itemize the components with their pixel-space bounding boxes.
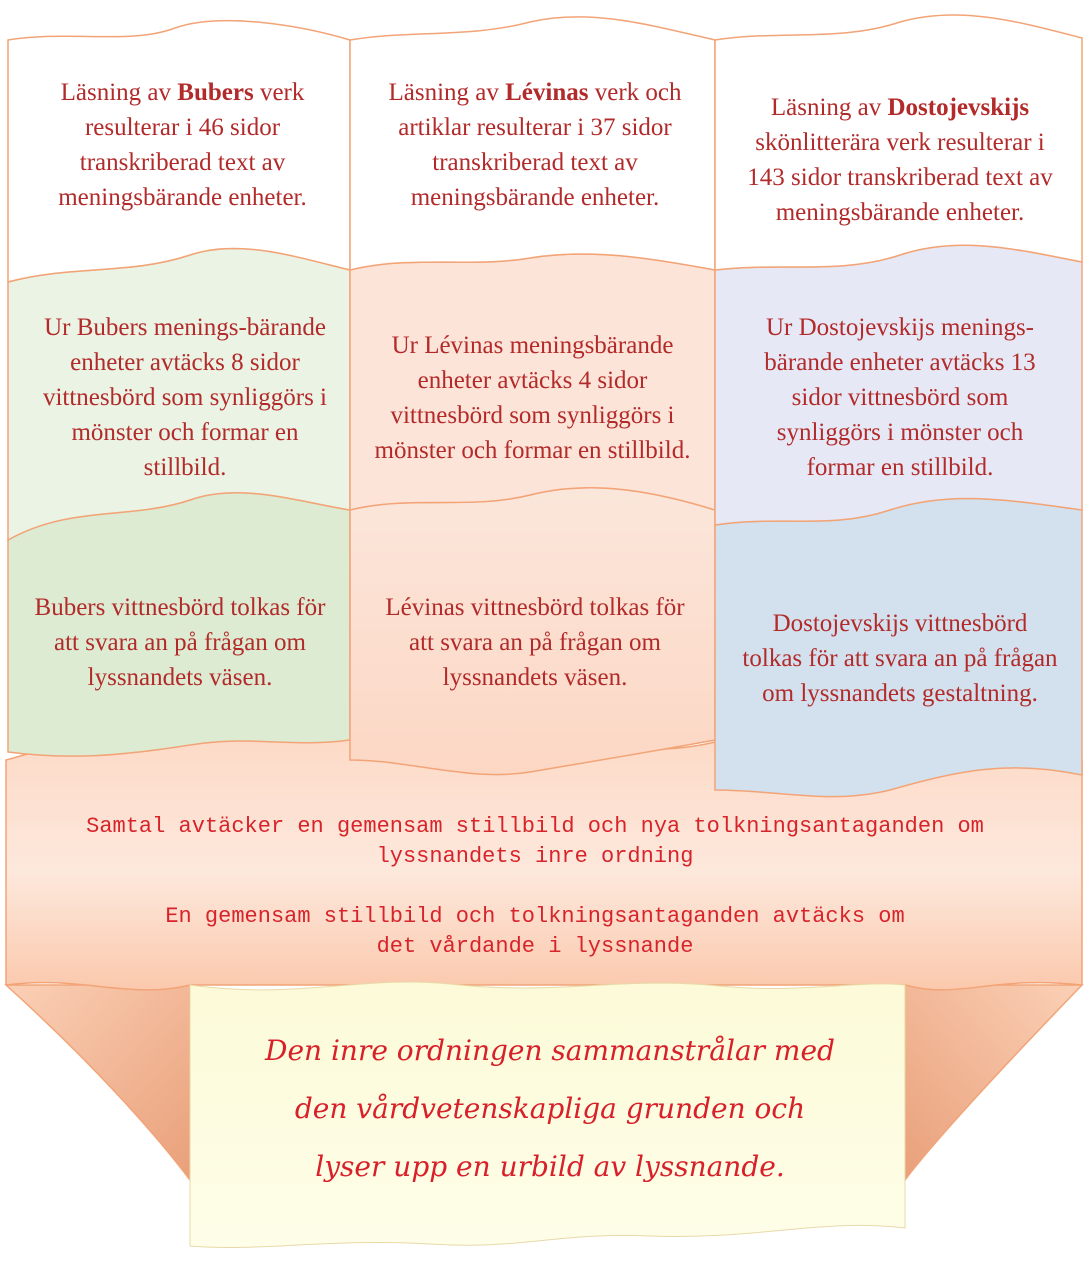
buber-witness-text: Ur Bubers menings-bärande enheter avtäck…: [42, 314, 328, 481]
conclusion-text: Den inre ordningen sammanstrålar med den…: [265, 1034, 835, 1183]
conclusion-scroll: [189, 981, 906, 1249]
buber-reading-text: Läsning av Bubers verk resulterar i 46 s…: [58, 79, 307, 211]
dostojevskij-name: Dostojevskijs: [887, 93, 1030, 121]
synthesis-text-1: Samtal avtäcker en gemensam stillbild oc…: [86, 814, 984, 869]
levinas-interpretation-text: Lévinas vittnesbörd tolkas för att svara…: [385, 594, 685, 691]
left-fold: [4, 984, 191, 1183]
buber-interpretation-text: Bubers vittnesbörd tolkas för att svara …: [34, 594, 326, 691]
levinas-witness-text: Ur Lévinas meningsbärande enheter avtäck…: [374, 331, 691, 464]
levinas-name: Lévinas: [505, 79, 589, 106]
column-levinas: [349, 16, 716, 776]
dostojevskij-reading-text: Läsning av Dostojevskijs skönlitterära v…: [747, 93, 1053, 226]
column-buber: [7, 19, 351, 757]
buber-name: Bubers: [177, 79, 254, 106]
column-dostojevskij: [714, 14, 1083, 798]
dostojevskij-witness-text: Ur Dostojevskijs menings-bärande enheter…: [764, 314, 1036, 481]
dostojevskij-interpretation-text: Dostojevskijs vittnesbörd tolkas för att…: [742, 609, 1058, 707]
levinas-reading-text: Läsning av Lévinas verk och artiklar res…: [388, 79, 682, 211]
dostojevskij-reading-shape: [714, 14, 1083, 271]
right-fold: [904, 984, 1084, 1183]
synthesis-text-2: En gemensam stillbild och tolkningsantag…: [165, 904, 905, 959]
